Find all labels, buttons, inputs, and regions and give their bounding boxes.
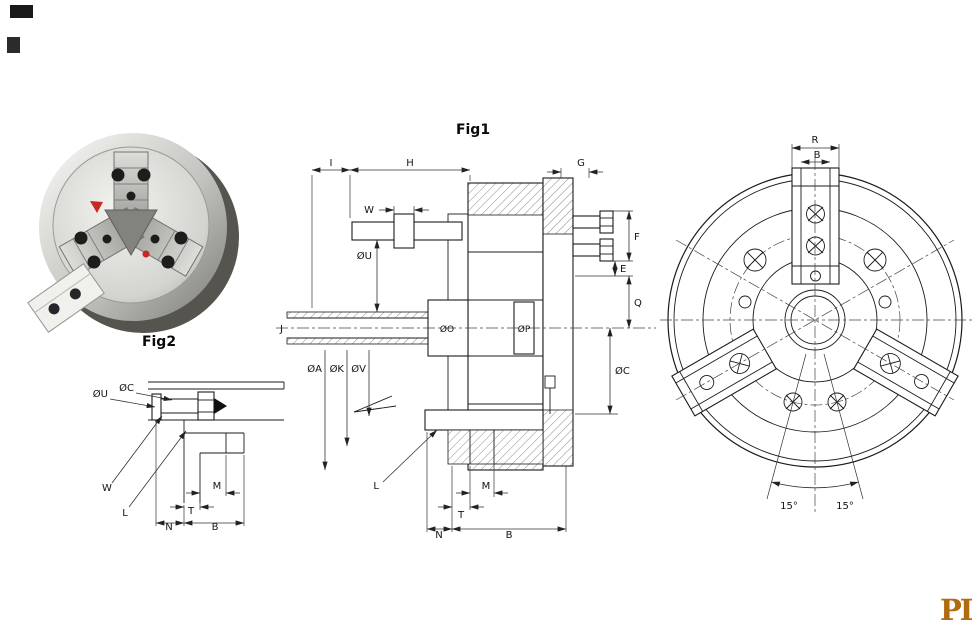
front-jaw-left [671,328,778,417]
detail-dc: ØC [119,382,134,394]
dim-g: G [577,158,585,169]
section-dimensions [311,167,633,532]
chuck-photo [27,133,239,333]
dim-dc: ØC [615,365,630,377]
angle-right: 15° [836,501,854,512]
dim-b-front: B [814,150,821,161]
detail-dimensions [109,392,245,526]
dim-q: Q [634,298,642,309]
dim-du: ØU [357,250,372,262]
front-centerlines [660,158,972,514]
dim-l: L [373,481,379,492]
section-view: I H G W ØU J ØO ØP ØA ØK ØV F E Q ØC L M… [276,158,656,541]
front-jaw-right [852,328,959,417]
dim-r: R [812,135,819,146]
dim-b: B [506,530,513,541]
angle-left: 15° [780,501,798,512]
dim-m: M [482,481,491,492]
dim-dp: ØP [518,324,531,335]
dim-n: N [435,530,442,541]
front-jaw-top [791,167,840,285]
photo-center-boss [104,209,158,256]
dim-w: W [364,205,374,216]
section-labels: I H G W ØU J ØO ØP ØA ØK ØV F E Q ØC L M… [279,158,642,541]
section-linework [276,177,656,471]
dim-do: ØO [440,324,454,335]
scan-artifact-2 [7,37,20,53]
fig1-label: Fig1 [456,122,490,138]
dim-f: F [634,232,640,243]
detail-l: L [122,508,128,519]
dim-dv: ØV [351,363,366,375]
photo-logo-red-2 [142,250,150,258]
fig2-label: Fig2 [142,334,176,350]
brand-logo-partial: PI [940,595,973,625]
dim-i: I [330,158,333,169]
detail-du: ØU [93,388,108,400]
detail-n: N [165,522,172,533]
detail-w: W [102,483,112,494]
detail-view: ØU ØC W L M T N B [93,381,285,533]
photo-bolt-holes [74,168,188,269]
dim-e: E [620,264,626,275]
detail-m: M [213,481,222,492]
detail-t: T [187,506,195,517]
photo-logo-red [90,201,103,213]
front-dimensions [766,144,864,500]
dim-t: T [457,510,465,521]
front-labels: R B 15° 15° [780,135,854,512]
dim-j: J [279,324,283,335]
scan-artifact-1 [10,5,33,18]
dim-da: ØA [307,363,322,375]
dim-dk: ØK [330,363,345,375]
detail-b: B [212,522,219,533]
photo-extended-jaw [27,263,105,333]
dim-h: H [406,158,414,169]
front-view: R B 15° 15° [660,135,972,514]
detail-labels: ØU ØC W L M T N B [93,382,222,533]
